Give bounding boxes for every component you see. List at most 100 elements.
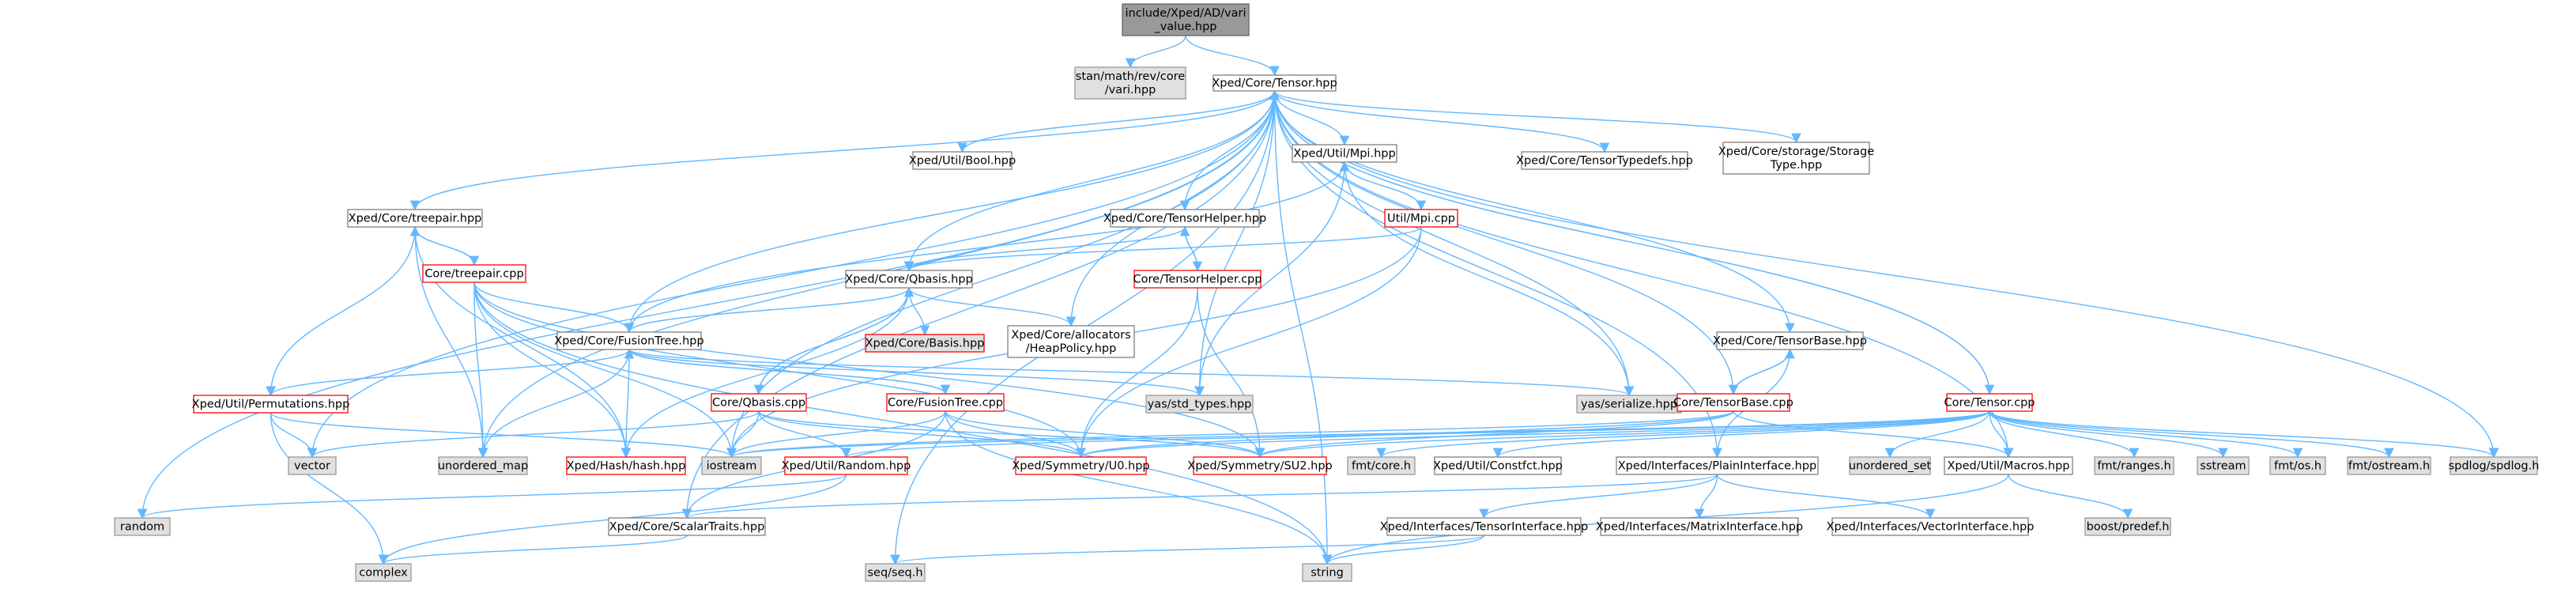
node-fmtostream[interactable]: fmt/ostream.h xyxy=(2347,456,2431,475)
node-seq[interactable]: seq/seq.h xyxy=(865,563,926,582)
node-label-matrixinterface-0: Xped/Interfaces/MatrixInterface.hpp xyxy=(1596,521,1803,534)
node-tensorhelper[interactable]: Xped/Core/TensorHelper.hpp xyxy=(1103,209,1266,228)
node-label-utilbool-0: Xped/Util/Bool.hpp xyxy=(909,155,1016,168)
node-iostream[interactable]: iostream xyxy=(701,456,762,475)
node-matrixinterface[interactable]: Xped/Interfaces/MatrixInterface.hpp xyxy=(1596,517,1803,536)
node-random[interactable]: Xped/Util/Random.hpp xyxy=(782,456,911,475)
node-macros[interactable]: Xped/Util/Macros.hpp xyxy=(1944,456,2073,475)
node-utilmpi[interactable]: Xped/Util/Mpi.hpp xyxy=(1292,144,1397,163)
node-utilbool[interactable]: Xped/Util/Bool.hpp xyxy=(909,151,1016,170)
node-label-hash-0: Xped/Hash/hash.hpp xyxy=(567,460,686,473)
edge-fusiontreecpp-to-u0 xyxy=(945,410,1086,459)
node-label-utilmpicpp-0: Util/Mpi.cpp xyxy=(1387,213,1455,225)
edge-fusiontree-to-unorderedmap xyxy=(477,349,630,459)
node-label-tensortypedefs-0: Xped/Core/TensorTypedefs.hpp xyxy=(1516,155,1693,168)
node-tensorinterface[interactable]: Xped/Interfaces/TensorInterface.hpp xyxy=(1380,517,1589,536)
node-tensor[interactable]: Xped/Core/Tensor.hpp xyxy=(1212,74,1337,92)
edge-utilmpi-to-serialize xyxy=(1344,161,1635,397)
node-unorderedset[interactable]: unordered_set xyxy=(1849,456,1932,475)
node-box-fusiontree xyxy=(556,331,702,350)
edge-fusiontreecpp-to-iostream xyxy=(726,410,946,459)
node-sstream[interactable]: sstream xyxy=(2197,456,2250,475)
node-label-tensorbase-0: Xped/Core/TensorBase.hpp xyxy=(1713,335,1867,348)
node-qbasis[interactable]: Xped/Core/Qbasis.hpp xyxy=(845,270,973,289)
node-label-plain-0: Xped/Interfaces/PlainInterface.hpp xyxy=(1618,460,1817,473)
node-vari[interactable]: include/Xped/AD/vari_value.hpp xyxy=(1122,3,1250,36)
edge-tensorbasecpp-to-su2 xyxy=(1254,410,1734,459)
node-box-qbasis xyxy=(845,270,973,289)
node-box-fmtranges xyxy=(2094,456,2174,475)
node-label-sstream-0: sstream xyxy=(2200,460,2246,473)
edge-utilmpi-to-stdtypes xyxy=(1194,161,1345,397)
edge-macros-to-boostpredef xyxy=(2008,474,2133,520)
node-box-qbasiscpp xyxy=(711,393,807,412)
node-tensorhelpercpp[interactable]: Core/TensorHelper.cpp xyxy=(1133,270,1262,289)
edge-plain-to-tensorinterface xyxy=(1479,474,1718,520)
node-label-fmtcore-0: fmt/core.h xyxy=(1352,460,1411,473)
node-vector[interactable]: vector xyxy=(288,456,337,475)
node-string[interactable]: string xyxy=(1302,563,1352,582)
edge-tensor-to-tensortypedefs xyxy=(1273,90,1610,153)
edge-tensorcpp-to-fmtostream xyxy=(1989,410,2394,459)
edge-tensorbasecpp-to-iostream xyxy=(726,410,1734,459)
node-treepair[interactable]: Xped/Core/treepair.hpp xyxy=(347,209,483,228)
node-tensorbase[interactable]: Xped/Core/TensorBase.hpp xyxy=(1713,331,1867,350)
node-box-basis xyxy=(865,334,985,353)
node-box-fmtcore xyxy=(1347,456,1416,475)
node-label-heappolicy-1: /HeapPolicy.hpp xyxy=(1026,342,1117,355)
node-box-macros xyxy=(1944,456,2073,475)
node-stanvari[interactable]: stan/math/rev/core/vari.hpp xyxy=(1074,66,1186,100)
node-label-iostream-0: iostream xyxy=(707,460,757,473)
node-stdtypes[interactable]: yas/std_types.hpp xyxy=(1145,395,1254,414)
edge-tensor-to-scalartraits xyxy=(681,90,1276,520)
node-box-random xyxy=(784,456,908,475)
node-fusiontree[interactable]: Xped/Core/FusionTree.hpp xyxy=(554,331,704,350)
edge-tensor-to-treepair xyxy=(409,90,1276,211)
node-treepaircpp[interactable]: Core/treepair.cpp xyxy=(422,264,526,283)
node-tensortypedefs[interactable]: Xped/Core/TensorTypedefs.hpp xyxy=(1516,151,1693,170)
node-plain[interactable]: Xped/Interfaces/PlainInterface.hpp xyxy=(1616,456,1819,475)
edge-qbasis-to-hash xyxy=(620,287,910,459)
node-fmtos[interactable]: fmt/os.h xyxy=(2269,456,2326,475)
node-basis[interactable]: Xped/Core/Basis.hpp xyxy=(865,334,985,353)
edge-vari-to-tensor xyxy=(1185,35,1280,77)
node-box-vari xyxy=(1122,3,1250,36)
node-permutations[interactable]: Xped/Util/Permutations.hpp xyxy=(192,395,350,414)
edge-tensorcpp-to-constfct xyxy=(1492,410,1990,459)
node-tensorcpp[interactable]: Core/Tensor.cpp xyxy=(1944,393,2035,412)
node-label-spdlog-0: spdlog/spdlog.h xyxy=(2449,460,2540,473)
node-label-macros-0: Xped/Util/Macros.hpp xyxy=(1947,460,2069,473)
edge-treepair-to-unorderedmap xyxy=(414,226,488,459)
node-fmtranges[interactable]: fmt/ranges.h xyxy=(2094,456,2174,475)
node-label-vector-0: vector xyxy=(294,460,330,473)
node-label-boostpredef-0: boost/predef.h xyxy=(2087,521,2170,534)
node-vectorinterface[interactable]: Xped/Interfaces/VectorInterface.hpp xyxy=(1827,517,2035,536)
node-box-iostream xyxy=(701,456,762,475)
node-boostpredef[interactable]: boost/predef.h xyxy=(2084,517,2171,536)
node-fusiontreecpp[interactable]: Core/FusionTree.cpp xyxy=(886,393,1005,412)
node-label-unorderedset-0: unordered_set xyxy=(1849,460,1932,473)
node-unorderedmap[interactable]: unordered_map xyxy=(438,456,528,475)
node-spdlog[interactable]: spdlog/spdlog.h xyxy=(2449,456,2540,475)
node-box-randomstd xyxy=(114,517,171,536)
node-serialize[interactable]: yas/serialize.hpp xyxy=(1576,395,1682,414)
node-label-treepair-0: Xped/Core/treepair.hpp xyxy=(349,213,482,225)
node-box-tensortypedefs xyxy=(1521,151,1688,170)
node-heappolicy[interactable]: Xped/Core/allocators/HeapPolicy.hpp xyxy=(1007,325,1135,358)
node-constfct[interactable]: Xped/Util/Constfct.hpp xyxy=(1433,456,1563,475)
node-su2[interactable]: Xped/Symmetry/SU2.hpp xyxy=(1187,456,1333,475)
node-qbasiscpp[interactable]: Core/Qbasis.cpp xyxy=(711,393,807,412)
node-tensorbasecpp[interactable]: Core/TensorBase.cpp xyxy=(1673,393,1793,412)
node-hash[interactable]: Xped/Hash/hash.hpp xyxy=(566,456,686,475)
node-u0[interactable]: Xped/Symmetry/U0.hpp xyxy=(1012,456,1150,475)
node-complex[interactable]: complex xyxy=(355,563,412,582)
node-box-treepair xyxy=(347,209,483,228)
node-fmtcore[interactable]: fmt/core.h xyxy=(1347,456,1416,475)
edge-treepaircpp-to-hash xyxy=(473,281,632,459)
node-box-sstream xyxy=(2197,456,2250,475)
node-scalartraits[interactable]: Xped/Core/ScalarTraits.hpp xyxy=(608,517,766,536)
node-utilmpicpp[interactable]: Util/Mpi.cpp xyxy=(1384,209,1458,228)
edge-tensorcpp-to-su2 xyxy=(1255,410,1990,459)
node-randomstd[interactable]: random xyxy=(114,517,171,536)
